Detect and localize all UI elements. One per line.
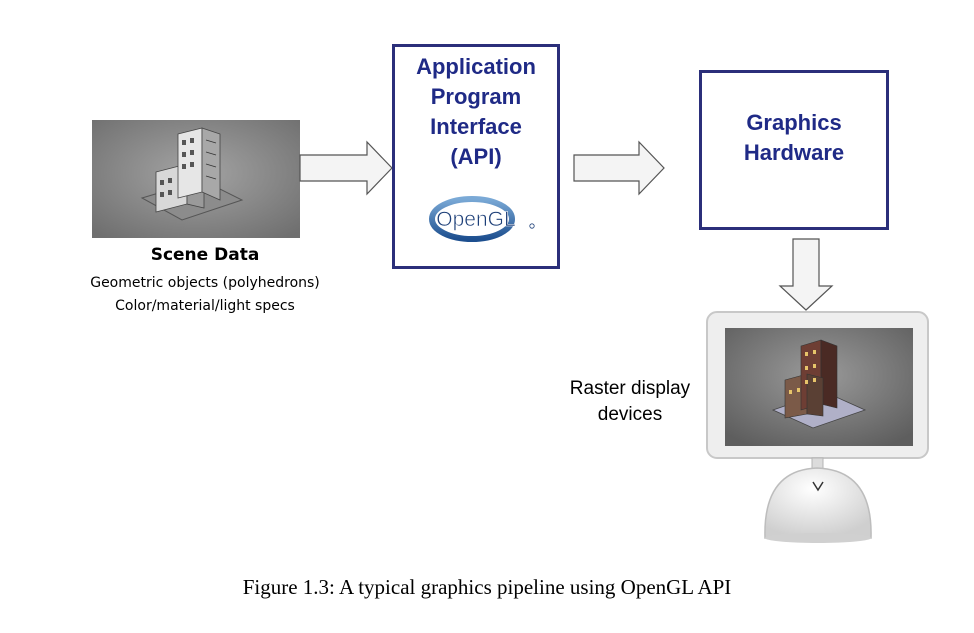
raster-display-label: Raster display <box>569 378 691 399</box>
api-label-line: (API) <box>450 144 502 169</box>
scene-data-image <box>92 120 300 238</box>
figure-caption: Figure 1.3: A typical graphics pipeline … <box>242 575 732 599</box>
graphics-hardware-box <box>699 70 889 230</box>
api-box-label: Application Program Interface (API) <box>392 52 560 172</box>
opengl-logo-text: OpenGL <box>436 208 515 231</box>
right-arrow-2 <box>573 140 665 196</box>
api-label-line: Program <box>430 84 522 109</box>
graphics-hardware-label: Graphics Hardware <box>699 108 889 168</box>
hardware-label-line: Hardware <box>743 140 845 165</box>
scene-description-line: Color/material/light specs <box>115 298 295 314</box>
api-label-line: Interface <box>430 114 522 139</box>
right-arrow-1 <box>299 140 393 196</box>
down-arrow <box>778 238 834 311</box>
scene-data-title: Scene Data <box>150 245 260 265</box>
api-label-line: Application <box>416 54 536 79</box>
api-box <box>392 44 560 269</box>
opengl-logo: OpenGL <box>429 196 535 242</box>
monitor-image <box>706 311 929 543</box>
hardware-label-line: Graphics <box>746 110 842 135</box>
raster-display-label: devices <box>597 404 663 425</box>
scene-description-line: Geometric objects (polyhedrons) <box>90 275 320 291</box>
